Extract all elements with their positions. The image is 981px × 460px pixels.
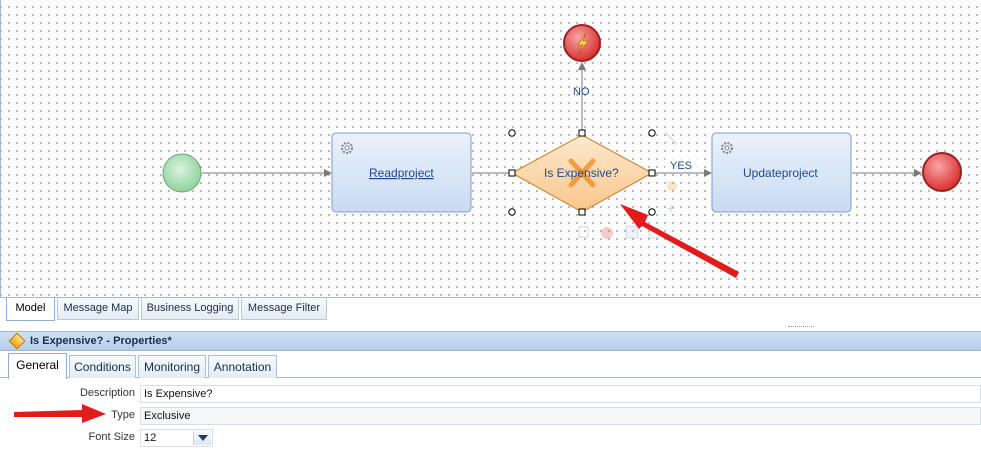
start-event[interactable] <box>162 153 202 193</box>
type-label: Type <box>111 409 135 421</box>
font-size-select[interactable]: 12 <box>140 429 213 447</box>
tab-message-map[interactable]: Message Map <box>57 298 139 320</box>
editor-tab-bar: Model Message Map Business Logging Messa… <box>0 297 981 327</box>
tab-model[interactable]: Model <box>6 298 55 321</box>
flow-label-yes-bg <box>665 157 699 172</box>
type-row: Type Exclusive <box>0 406 981 426</box>
tab-conditions[interactable]: Conditions <box>69 355 136 378</box>
flow-label-yes: YES <box>670 160 692 172</box>
tab-annotation[interactable]: Annotation <box>208 355 277 378</box>
font-size-label: Font Size <box>88 431 135 443</box>
task-label-readproject: Readproject <box>369 166 434 180</box>
flow-label-no: NO <box>573 86 590 98</box>
tab-monitoring[interactable]: Monitoring <box>138 355 206 378</box>
tab-general[interactable]: General <box>8 353 67 379</box>
description-label: Description <box>79 387 135 399</box>
process-diagram: NO YES Readproject Is Expensive? <box>162 24 962 239</box>
font-size-row: Font Size 12 <box>0 428 981 448</box>
exclusive-x-icon <box>568 158 596 188</box>
add-task-icon <box>625 225 639 239</box>
chevron-down-icon[interactable] <box>193 431 211 445</box>
properties-header: Is Expensive? - Properties* <box>0 331 981 351</box>
gateway-label: Is Expensive? <box>544 166 619 180</box>
tab-message-filter[interactable]: Message Filter <box>241 298 327 320</box>
task-label-updateproject: Updateproject <box>743 166 818 180</box>
gear-icon <box>341 142 353 154</box>
add-end-event-icon <box>601 227 613 239</box>
connect-arrow-icon <box>664 131 678 145</box>
gateway-diamond-icon <box>8 332 26 350</box>
font-size-value: 12 <box>144 432 157 444</box>
gear-icon <box>721 142 733 154</box>
task-updateproject[interactable]: Updateproject <box>711 132 852 213</box>
properties-title: Is Expensive? - Properties* <box>30 335 172 347</box>
delete-icon <box>648 227 660 239</box>
lightning-icon <box>577 32 589 56</box>
task-readproject[interactable]: Readproject <box>331 132 472 213</box>
properties-tab-bar: General Conditions Monitoring Annotation <box>0 351 981 379</box>
type-field[interactable]: Exclusive <box>140 407 981 425</box>
tab-business-logging[interactable]: Business Logging <box>141 298 239 320</box>
add-plus-icon: + <box>667 200 675 216</box>
end-event[interactable] <box>922 152 962 192</box>
description-row: Description Is Expensive? <box>0 384 981 404</box>
process-canvas[interactable]: NO YES Readproject Is Expensive? <box>0 0 981 297</box>
gateway-is-expensive[interactable]: Is Expensive? <box>510 134 654 213</box>
add-gateway-icon <box>667 181 677 191</box>
description-field[interactable]: Is Expensive? <box>140 385 981 403</box>
resize-grip[interactable] <box>788 326 814 329</box>
error-end-event[interactable] <box>563 24 601 62</box>
add-annotation-icon <box>578 226 589 238</box>
